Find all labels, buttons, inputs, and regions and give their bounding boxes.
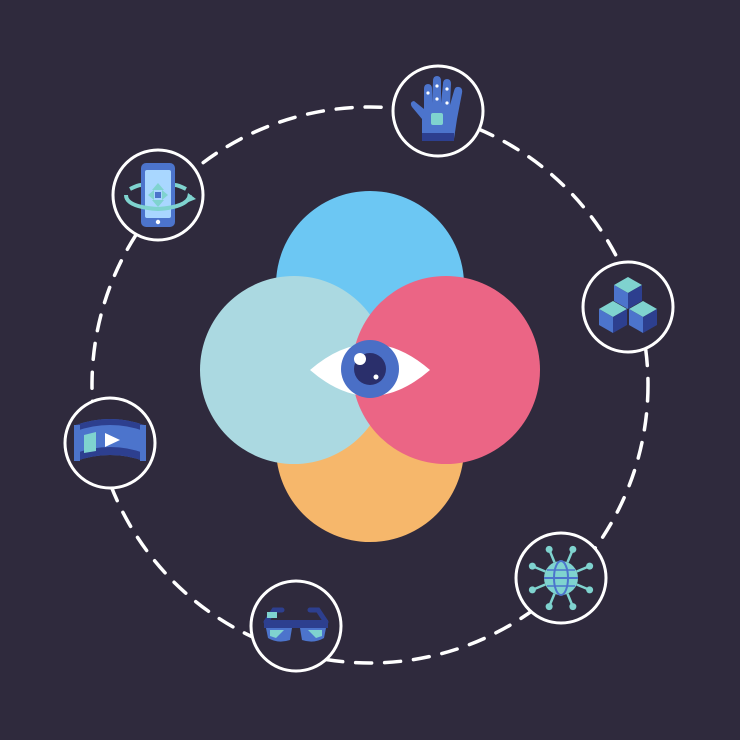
rotating-phone-icon xyxy=(111,148,205,242)
smart-glasses-icon xyxy=(249,579,343,673)
smart-glove-icon xyxy=(391,64,485,158)
dashed-orbit-ring xyxy=(90,105,650,665)
eye-icon xyxy=(310,340,430,398)
globe-network-icon xyxy=(514,531,608,625)
circle-left xyxy=(200,276,388,464)
panorama-video-icon xyxy=(63,396,157,490)
cubes-3d-icon xyxy=(581,260,675,354)
circle-right xyxy=(352,276,540,464)
venn-group xyxy=(200,191,540,542)
